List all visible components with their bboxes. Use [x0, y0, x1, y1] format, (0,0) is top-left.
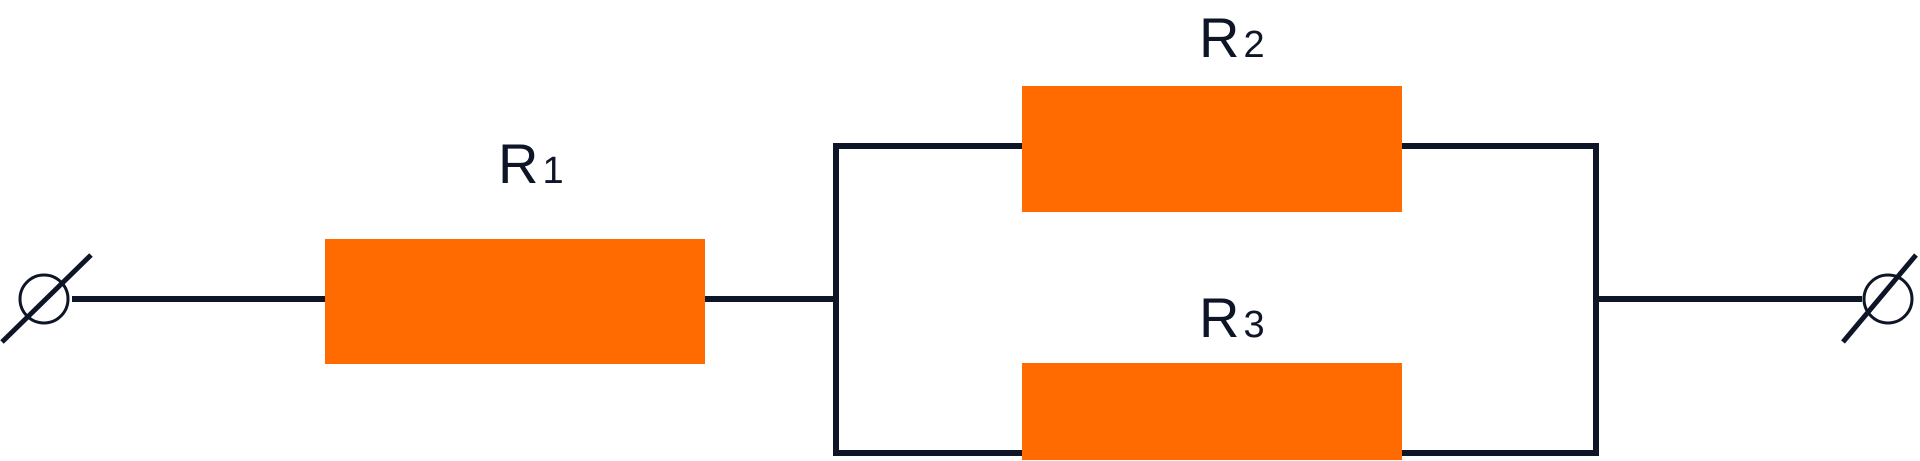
resistor-r1-symbol: R: [498, 132, 538, 195]
terminal-right: [1841, 253, 1918, 344]
resistor-r2-body: [1022, 86, 1402, 212]
wire-parallel-loop: [833, 143, 1022, 456]
terminal-left: [0, 253, 93, 344]
wire-parallel-loop-right: [1400, 143, 1599, 456]
resistor-r2-symbol: R: [1199, 6, 1239, 69]
resistor-r3-symbol: R: [1199, 286, 1239, 349]
terminal-right-ring: [1862, 273, 1914, 325]
wires: [72, 143, 1862, 456]
terminal-left-slash: [0, 253, 93, 344]
resistor-r3-subscript: 3: [1243, 304, 1264, 346]
terminal-right-slash: [1841, 253, 1918, 344]
resistor-r1-subscript: 1: [542, 150, 563, 192]
resistor-r1-body: [325, 239, 705, 364]
resistor-r2-subscript: 2: [1243, 24, 1264, 66]
resistor-r3-body: [1022, 363, 1402, 460]
